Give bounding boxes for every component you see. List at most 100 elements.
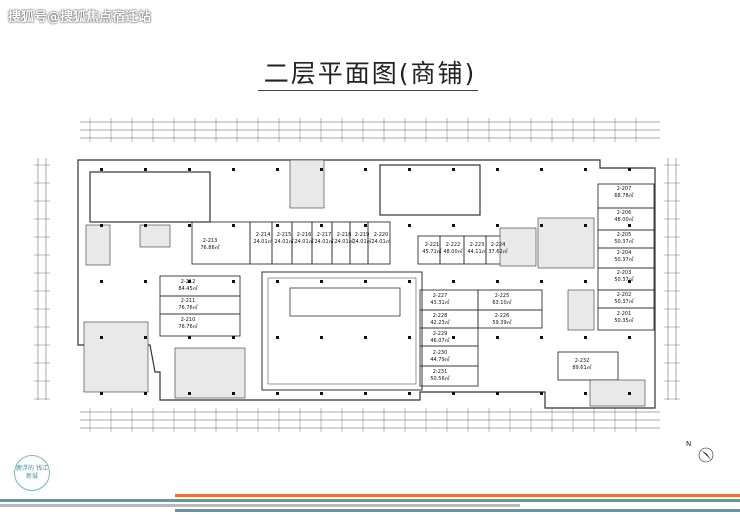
- unit-area: 45.71㎡: [422, 248, 442, 255]
- footer-stripe-teal: [0, 499, 740, 502]
- unit-area: 46.07㎡: [430, 337, 450, 344]
- footer-stripe-teal-2: [175, 509, 740, 512]
- unit-area: 50.37㎡: [614, 256, 634, 263]
- unit-number: 2-204: [616, 250, 632, 256]
- unit-area: 37.62㎡: [488, 248, 508, 255]
- unit-number: 2-231: [432, 369, 448, 375]
- unit-area: 44.11㎡: [467, 248, 487, 255]
- unit-area: 50.37㎡: [614, 238, 634, 245]
- unit-area: 24.01㎡: [253, 238, 273, 245]
- unit-number: 2-206: [616, 210, 632, 216]
- unit-number: 2-202: [616, 292, 632, 298]
- unit-area: 50.37㎡: [614, 276, 634, 283]
- unit-area: 24.01㎡: [294, 238, 314, 245]
- unit-number: 2-214: [255, 232, 271, 238]
- unit-area: 63.10㎡: [492, 299, 512, 306]
- unit-area: 24.01㎡: [371, 238, 391, 245]
- north-label: N: [686, 440, 692, 448]
- unit-area: 24.01㎡: [314, 238, 334, 245]
- unit-area: 24.01㎡: [274, 238, 294, 245]
- unit-number: 2-207: [616, 186, 632, 192]
- unit-area: 42.23㎡: [430, 319, 450, 326]
- unit-number: 2-212: [180, 279, 196, 285]
- unit-area: 24.01㎡: [334, 238, 354, 245]
- unit-number: 2-210: [180, 317, 196, 323]
- unit-area: 76.76㎡: [178, 304, 198, 311]
- watermark: 搜狐号@搜狐焦点宿迁站: [8, 10, 152, 25]
- unit-area: 76.76㎡: [178, 323, 198, 330]
- unit-area: 59.39㎡: [492, 319, 512, 326]
- unit-area: 50.37㎡: [614, 298, 634, 305]
- unit-number: 2-226: [494, 313, 510, 319]
- north-arrow-icon: [698, 447, 714, 463]
- unit-number: 2-228: [432, 313, 448, 319]
- unit-area: 76.86㎡: [200, 244, 220, 251]
- unit-number: 2-230: [432, 350, 448, 356]
- title-underline: [258, 90, 478, 91]
- unit-number: 2-201: [616, 311, 632, 317]
- footer-stripe-gray: [0, 504, 520, 507]
- unit-number: 2-223: [469, 242, 485, 248]
- unit-area: 84.45㎡: [178, 285, 198, 292]
- unit-area: 48.00㎡: [443, 248, 463, 255]
- unit-number: 2-218: [336, 232, 352, 238]
- unit-number: 2-220: [373, 232, 389, 238]
- unit-area: 24.01㎡: [352, 238, 372, 245]
- unit-area: 43.31㎡: [430, 299, 450, 306]
- unit-area: 68.78㎡: [614, 192, 634, 199]
- unit-number: 2-215: [276, 232, 292, 238]
- unit-area: 50.56㎡: [430, 375, 450, 382]
- page-title: 二层平面图(商铺): [263, 59, 477, 88]
- unit-area: 44.79㎡: [430, 356, 450, 363]
- unit-number: 2-213: [202, 238, 218, 244]
- unit-number: 2-232: [574, 358, 590, 364]
- unit-number: 2-227: [432, 293, 448, 299]
- developer-logo: 鹿浮的 钱江新城: [14, 455, 50, 491]
- unit-number: 2-225: [494, 293, 510, 299]
- unit-number: 2-203: [616, 270, 632, 276]
- unit-area: 89.61㎡: [572, 364, 592, 371]
- unit-number: 2-211: [180, 298, 196, 304]
- unit-area: 48.00㎡: [614, 216, 634, 223]
- unit-number: 2-205: [616, 232, 632, 238]
- unit-number: 2-229: [432, 331, 448, 337]
- unit-number: 2-217: [316, 232, 332, 238]
- unit-number: 2-224: [490, 242, 506, 248]
- unit-number: 2-219: [354, 232, 370, 238]
- unit-number: 2-216: [296, 232, 312, 238]
- unit-number: 2-221: [424, 242, 440, 248]
- unit-number: 2-222: [445, 242, 461, 248]
- unit-area: 50.35㎡: [614, 317, 634, 324]
